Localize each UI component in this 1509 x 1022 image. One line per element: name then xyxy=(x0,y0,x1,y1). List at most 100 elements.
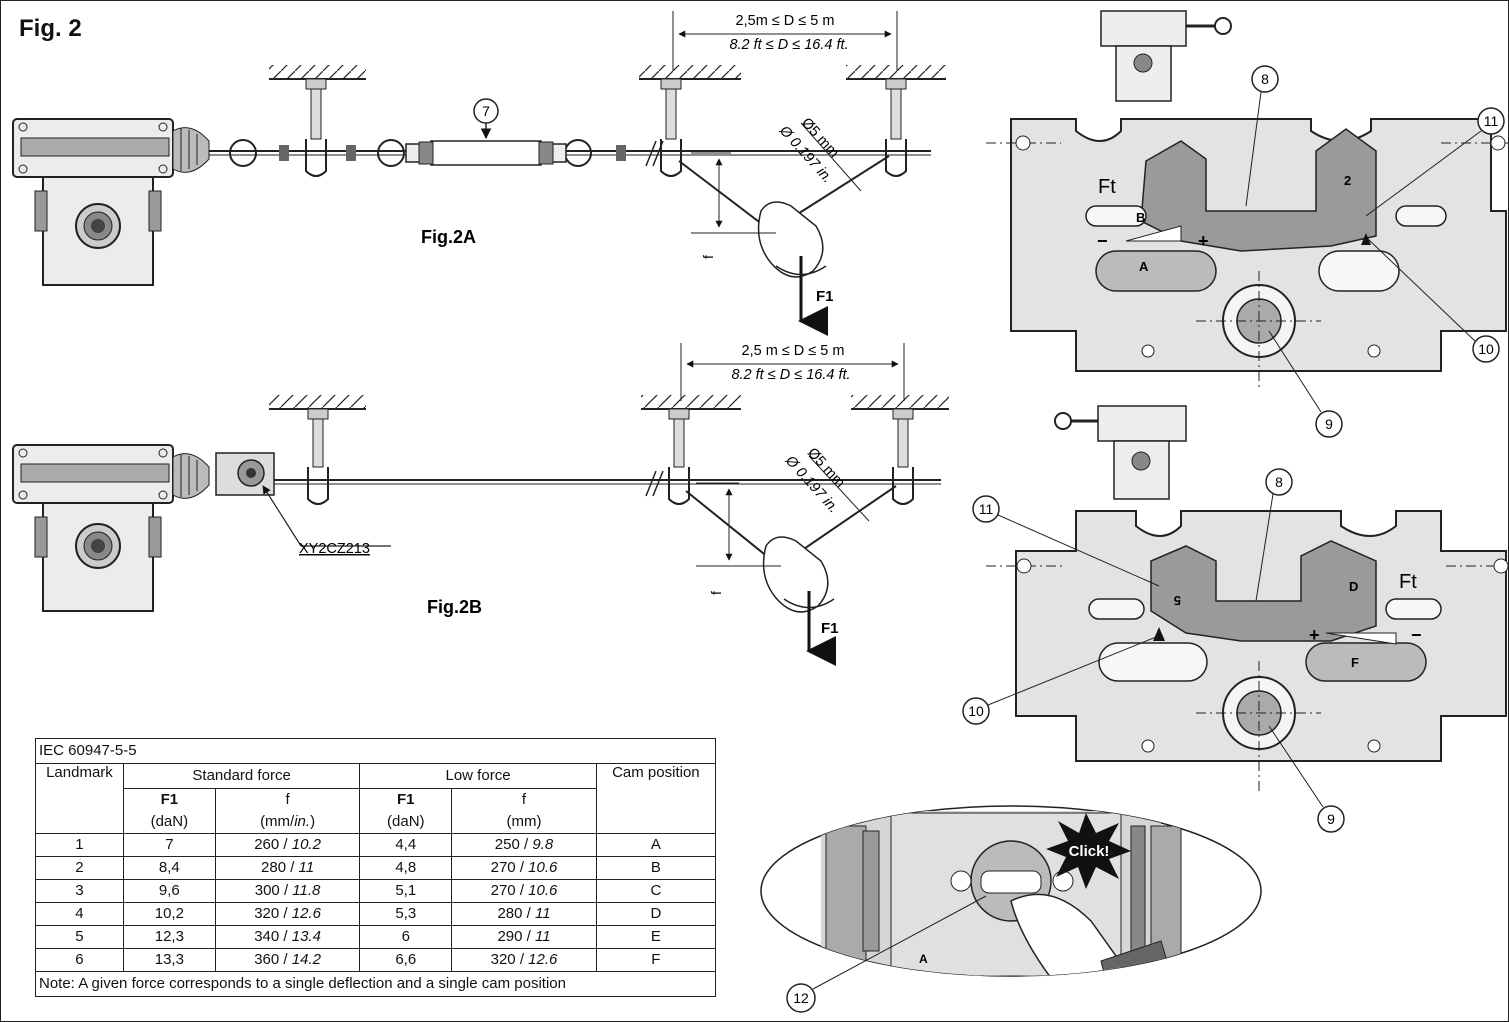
std-f-cell-mm: 340 / xyxy=(254,928,292,945)
accessory-ref: XY2CZ213 xyxy=(299,541,370,557)
fig2a-caption: Fig.2A xyxy=(421,227,476,247)
landmark-cell: 3 xyxy=(35,879,124,903)
std-f-cell-in: 11 xyxy=(298,859,315,876)
landmark-cell: 2 xyxy=(35,856,124,880)
std-f-cell-in: 10.2 xyxy=(291,836,321,853)
low-f-cell: 280 / 11 xyxy=(451,902,597,926)
figure-title: Fig. 2 xyxy=(19,15,82,42)
low-f-cell-in: 9.8 xyxy=(532,836,554,853)
std-f1-cell: 8,4 xyxy=(122,856,216,880)
ceiling-mounts-2b xyxy=(269,395,949,505)
std-f-unit-open: (mm/ xyxy=(260,813,295,830)
ft-label-top: Ft xyxy=(1098,176,1116,198)
ceiling-mounts-2a xyxy=(269,65,946,177)
cam-cell: B xyxy=(595,856,717,880)
callout-9-bottom: 9 xyxy=(1327,811,1335,827)
plus-bottom: + xyxy=(1309,625,1320,645)
cam-label-a: A xyxy=(1139,259,1149,274)
cam-cell: D xyxy=(595,902,717,926)
rope-pull-switch-icon-2b xyxy=(12,444,275,612)
low-f-cell-mm: 250 / xyxy=(494,836,533,853)
std-f1-cell: 10,2 xyxy=(122,902,216,926)
cam-label-b: B xyxy=(1136,210,1145,225)
click-burst-icon xyxy=(1046,813,1131,889)
table-note: Note: A given force corresponds to a sin… xyxy=(35,971,716,997)
fig2a-deflection-label: f xyxy=(700,255,716,259)
fig2a-distance-imperial: 8.2 ft ≤ D ≤ 16.4 ft. xyxy=(729,37,848,53)
mark-top: 2 xyxy=(1344,173,1351,188)
minus-top: − xyxy=(1097,231,1108,251)
ft-label-bottom: Ft xyxy=(1399,571,1417,593)
low-f-cell-mm: 290 / xyxy=(497,928,535,945)
rope-pull-switch-icon xyxy=(12,118,210,286)
std-f1-cell: 13,3 xyxy=(122,948,216,972)
low-f1-cell: 4,8 xyxy=(359,856,453,880)
low-f1-cell: 5,3 xyxy=(359,902,453,926)
low-f-cell-mm: 270 / xyxy=(490,859,529,876)
switch-thumbnail-bottom-icon xyxy=(1054,405,1187,500)
std-f-cell-mm: 300 / xyxy=(254,882,293,899)
std-f-header: f xyxy=(214,788,361,811)
col-landmark: Landmark xyxy=(35,763,124,834)
std-f-cell: 260 / 10.2 xyxy=(214,833,361,857)
callout-8-bottom: 8 xyxy=(1275,474,1283,490)
low-f-cell: 320 / 12.6 xyxy=(451,948,597,972)
switch-thumbnail-top-icon xyxy=(1100,10,1232,102)
std-f1-cell: 12,3 xyxy=(122,925,216,949)
fig2a-diagram xyxy=(12,11,946,336)
std-f-cell-in: 11.8 xyxy=(292,882,321,899)
landmark-cell: 4 xyxy=(35,902,124,926)
mark-bottom: 5 xyxy=(1174,593,1181,608)
cam-cell: C xyxy=(595,879,717,903)
low-f1-cell: 6 xyxy=(359,925,453,949)
std-f-cell-in: 13.4 xyxy=(291,928,321,945)
std-f-cell: 340 / 13.4 xyxy=(214,925,361,949)
cam-cell: E xyxy=(595,925,717,949)
std-f-cell-in: 14.2 xyxy=(291,951,321,968)
fig2b-diagram xyxy=(12,343,949,666)
landmark-cell: 6 xyxy=(35,948,124,972)
std-f-cell: 280 / 11 xyxy=(214,856,361,880)
low-f-cell-mm: 270 / xyxy=(490,882,529,899)
std-f-cell-mm: 280 / xyxy=(261,859,299,876)
std-f-cell: 360 / 14.2 xyxy=(214,948,361,972)
std-f-cell-mm: 360 / xyxy=(254,951,292,968)
callout-7: 7 xyxy=(482,103,490,119)
std-f-cell-in: 12.6 xyxy=(291,905,321,922)
std-f-unit-close: ) xyxy=(310,813,316,830)
callout-10-top: 10 xyxy=(1478,341,1494,357)
col-standard-force: Standard force xyxy=(122,763,361,789)
low-f-header: f xyxy=(451,788,597,811)
std-f1-header: F1 xyxy=(160,791,179,808)
fig2b-force-label: F1 xyxy=(821,620,839,637)
hand-icon-2b xyxy=(762,536,829,613)
cam-label-f: F xyxy=(1351,655,1359,670)
plus-top: + xyxy=(1198,231,1209,251)
low-f-cell-in: 11 xyxy=(534,905,551,922)
std-f-unit-in: in. xyxy=(294,813,311,830)
low-f-cell-in: 10.6 xyxy=(528,882,558,899)
col-low-force: Low force xyxy=(359,763,597,789)
cam-detail-top xyxy=(986,10,1508,438)
landmark-cell: 5 xyxy=(35,925,124,949)
low-f-cell-in: 11 xyxy=(534,928,551,945)
fig2b-distance-imperial: 8.2 ft ≤ D ≤ 16.4 ft. xyxy=(731,367,850,383)
callout-11-bottom: 11 xyxy=(979,501,994,517)
fig2a-distance-metric: 2,5m ≤ D ≤ 5 m xyxy=(736,13,835,29)
cam-cell: F xyxy=(595,948,717,972)
callout-10-bottom: 10 xyxy=(968,703,984,719)
hand-icon xyxy=(757,201,824,278)
force-table: IEC 60947-5-5 Landmark Standard force Lo… xyxy=(35,738,717,997)
cam-detail-bottom xyxy=(962,405,1508,833)
std-f-cell-mm: 260 / xyxy=(254,836,292,853)
low-f1-cell: 5,1 xyxy=(359,879,453,903)
cam-cell: A xyxy=(595,833,717,857)
std-f-cell: 300 / 11.8 xyxy=(214,879,361,903)
callout-12: 12 xyxy=(793,990,809,1006)
